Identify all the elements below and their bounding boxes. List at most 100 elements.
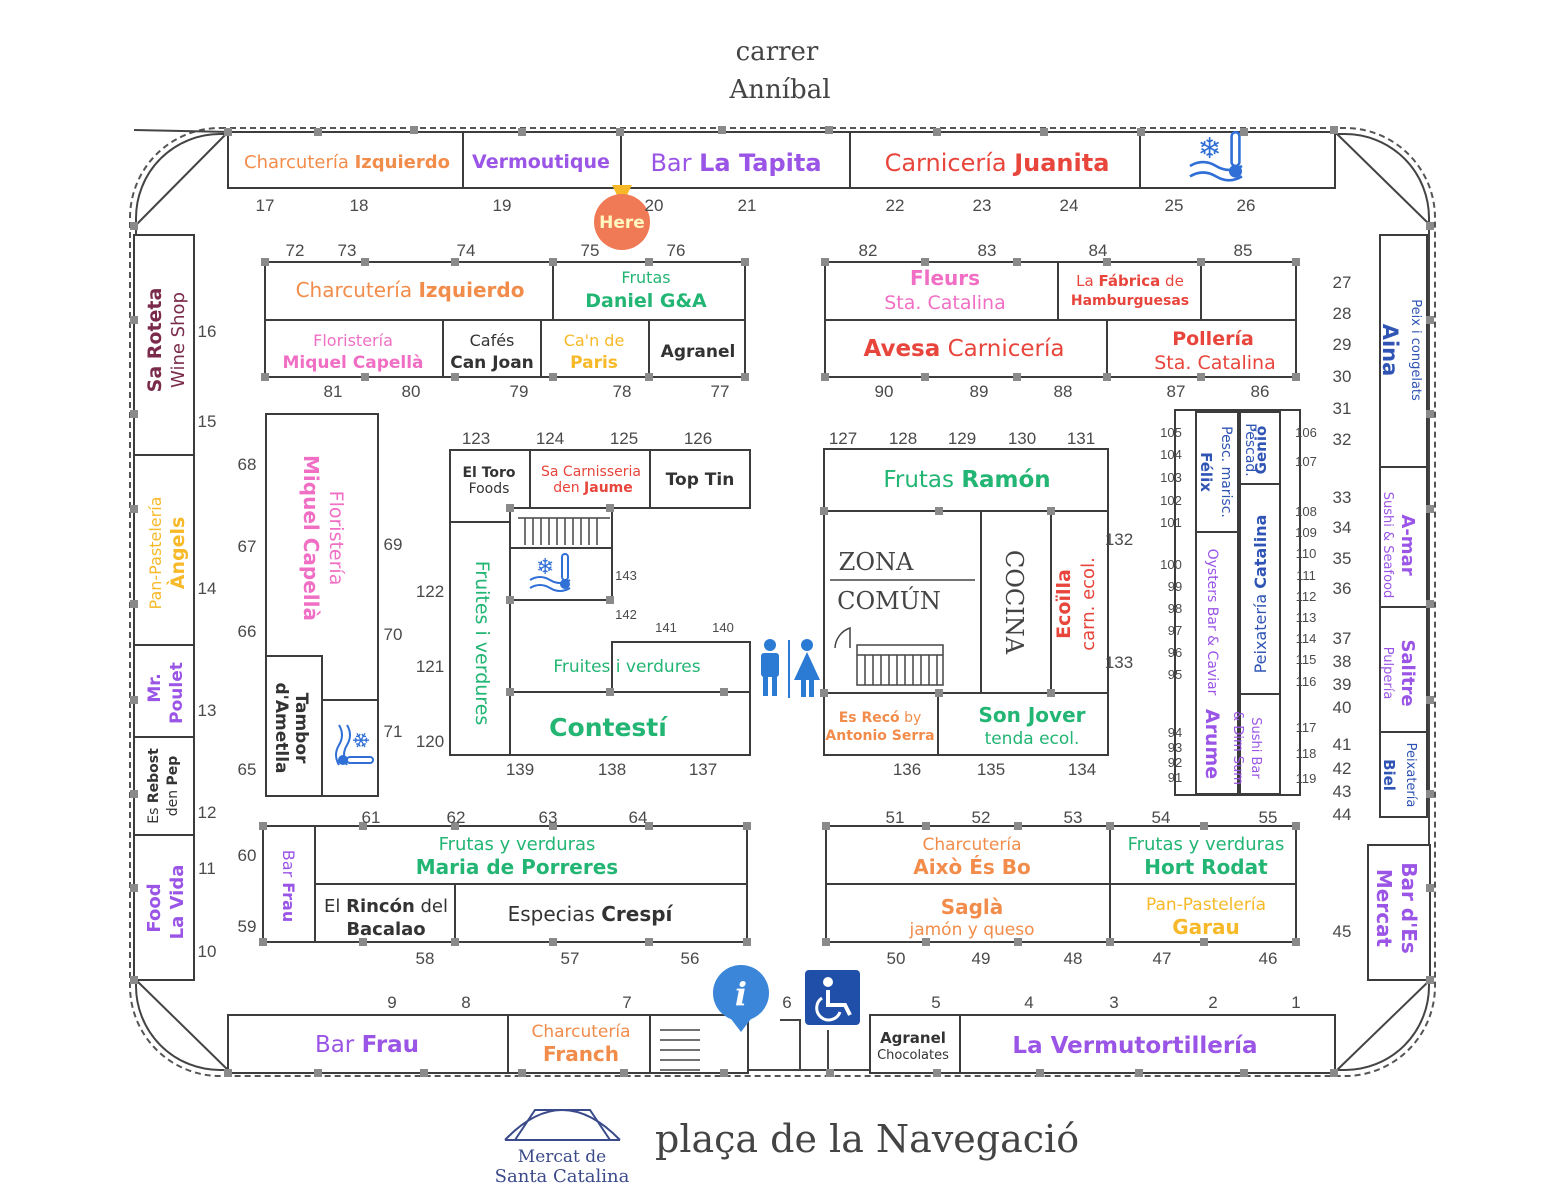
svg-text:69: 69 bbox=[384, 535, 403, 554]
svg-text:86: 86 bbox=[1251, 382, 1270, 401]
stall-el-toro-foods[interactable]: El Toro bbox=[462, 465, 515, 481]
svg-text:109: 109 bbox=[1295, 525, 1317, 540]
svg-text:93: 93 bbox=[1168, 740, 1182, 755]
svg-text:97: 97 bbox=[1168, 623, 1182, 638]
svg-text:139: 139 bbox=[506, 760, 534, 779]
stall-tambor-label1[interactable]: Tambor bbox=[291, 693, 311, 764]
stall-peixateria-catalina[interactable]: Peixatería Catalina bbox=[1251, 515, 1270, 674]
svg-text:100: 100 bbox=[1160, 557, 1182, 572]
here-marker[interactable]: Here bbox=[594, 185, 650, 250]
stall-pan-pasteleria-angels[interactable]: Àngels bbox=[166, 517, 189, 590]
stall-fleurs-label1[interactable]: Fleurs bbox=[910, 266, 980, 290]
stall-ecoilla[interactable]: Ecoïlla bbox=[1053, 569, 1075, 639]
bottom-row bbox=[227, 1014, 1336, 1074]
stall-aixo-es-bo[interactable]: Això És Bo bbox=[913, 855, 1030, 879]
svg-text:50: 50 bbox=[887, 949, 906, 968]
svg-text:110: 110 bbox=[1296, 546, 1317, 561]
stall-sagla-label2: jamón y queso bbox=[908, 920, 1034, 940]
svg-text:80: 80 bbox=[402, 382, 421, 401]
svg-text:94: 94 bbox=[1168, 725, 1182, 740]
svg-text:61: 61 bbox=[362, 808, 381, 827]
stall-sa-roteta[interactable]: Sa Roteta bbox=[144, 288, 166, 393]
stall-especias-crespi[interactable]: Especias Crespí bbox=[508, 902, 674, 926]
stall-mr-poulet[interactable]: Poulet bbox=[167, 662, 187, 724]
info-icon[interactable]: i bbox=[713, 965, 769, 1032]
svg-text:18: 18 bbox=[350, 196, 369, 215]
stall-es-reco[interactable]: Es Recó by bbox=[839, 710, 922, 726]
stall-salitre[interactable]: Salitre bbox=[1397, 639, 1418, 706]
stall-aina[interactable]: Aina bbox=[1378, 324, 1402, 377]
stall-pan-pasteleria-garau[interactable]: Garau bbox=[1172, 915, 1240, 939]
stall-la-vermutortilleria[interactable]: La Vermutortillería bbox=[1012, 1033, 1257, 1059]
stall-sagla[interactable]: Saglà bbox=[941, 895, 1004, 919]
wheelchair-icon[interactable] bbox=[805, 970, 860, 1025]
stall-sa-carnisseria[interactable]: Sa Carnisseria bbox=[541, 464, 641, 480]
stall-oysters-bar[interactable]: Oysters Bar & Caviar bbox=[1204, 549, 1220, 696]
svg-text:116: 116 bbox=[1296, 674, 1317, 689]
svg-text:124: 124 bbox=[536, 429, 564, 448]
stall-vermoutique[interactable]: Vermoutique bbox=[472, 151, 610, 173]
stall-es-rebost[interactable]: Es Rebost bbox=[146, 748, 162, 824]
stall-food-la-vida[interactable]: La Vida bbox=[167, 865, 188, 940]
svg-text:66: 66 bbox=[238, 622, 257, 641]
svg-text:63: 63 bbox=[539, 808, 558, 827]
svg-text:98: 98 bbox=[1168, 601, 1182, 616]
svg-text:111: 111 bbox=[1296, 568, 1316, 583]
svg-text:137: 137 bbox=[689, 760, 717, 779]
stall-fruites-i-verdures-vertical[interactable]: Fruites i verdures bbox=[471, 561, 493, 726]
stall-garau-label1: Pan-Pastelería bbox=[1146, 895, 1266, 915]
stall-polleria[interactable]: Pollería bbox=[1172, 328, 1254, 350]
stall-son-jover[interactable]: Son Jover bbox=[979, 703, 1086, 727]
stall-agranel-chocolates[interactable]: Agranel bbox=[880, 1029, 946, 1047]
svg-text:95: 95 bbox=[1168, 667, 1182, 682]
svg-text:54: 54 bbox=[1152, 808, 1171, 827]
stall-el-rincon-label2: Bacalao bbox=[346, 919, 425, 940]
stall-a-mar[interactable]: A-mar bbox=[1397, 514, 1418, 575]
stall-sushi-bar[interactable]: Sushi Bar bbox=[1248, 717, 1263, 779]
top-row bbox=[227, 131, 1336, 189]
stall-cafes-can-joan[interactable]: Can Joan bbox=[450, 353, 534, 373]
svg-text:48: 48 bbox=[1064, 949, 1083, 968]
street-top-line1: carrer bbox=[736, 37, 819, 67]
svg-text:64: 64 bbox=[629, 808, 648, 827]
stall-bar-frau[interactable]: Bar Frau bbox=[315, 1032, 419, 1058]
stall-la-fabrica[interactable]: La Fábrica de bbox=[1076, 272, 1184, 290]
stall-pan-angels-label1: Pan-Pastelería bbox=[146, 497, 165, 610]
stall-charcuteria-izquierdo[interactable]: Charcutería Izquierdo bbox=[296, 278, 525, 302]
stall-floristeria-miquel-capella-big[interactable]: Miquel Capellà bbox=[299, 455, 323, 621]
stall-agranel[interactable]: Agranel bbox=[661, 342, 736, 362]
stall-bar-la-tapita[interactable]: Bar La Tapita bbox=[650, 149, 821, 177]
stall-maria-de-porreres[interactable]: Maria de Porreres bbox=[416, 855, 618, 879]
street-top-line2: Anníbal bbox=[728, 75, 830, 105]
stall-can-de-paris[interactable]: Paris bbox=[570, 353, 618, 373]
stall-peixateria-biel[interactable]: Biel bbox=[1380, 759, 1398, 791]
stall-pesc-marisc-felix[interactable]: Félix bbox=[1197, 452, 1215, 492]
stall-carniceria-juanita[interactable]: Carnicería Juanita bbox=[885, 149, 1110, 177]
svg-text:108: 108 bbox=[1295, 504, 1317, 519]
stall-frutas-ramon[interactable]: Frutas Ramón bbox=[883, 467, 1050, 493]
stall-charcuteria-franch[interactable]: Franch bbox=[543, 1042, 619, 1066]
stall-fruites-i-verdures[interactable]: Fruites i verdures bbox=[553, 657, 700, 677]
stall-frutas-daniel[interactable]: Daniel G&A bbox=[585, 290, 707, 312]
stall-floristeria-miquel-capella[interactable]: Miquel Capellà bbox=[282, 353, 423, 373]
svg-text:14: 14 bbox=[198, 579, 217, 598]
svg-text:75: 75 bbox=[581, 241, 600, 260]
stall-avesa-carniceria[interactable]: Avesa Carnicería bbox=[863, 336, 1064, 362]
stall-arume[interactable]: Arume bbox=[1201, 709, 1223, 779]
svg-text:101: 101 bbox=[1160, 515, 1182, 530]
svg-text:33: 33 bbox=[1333, 488, 1352, 507]
svg-text:52: 52 bbox=[972, 808, 991, 827]
svg-text:77: 77 bbox=[711, 382, 730, 401]
stall-charcuteria-izquierdo-top[interactable]: Charcutería Izquierdo bbox=[244, 152, 450, 173]
stall-contesti[interactable]: Contestí bbox=[549, 713, 668, 742]
stall-hort-rodat[interactable]: Hort Rodat bbox=[1144, 855, 1268, 879]
stall-bar-des-mercat[interactable]: Bar d'Es bbox=[1397, 862, 1421, 954]
stall-bar-frau-vertical[interactable]: Bar Frau bbox=[279, 850, 298, 922]
stall-el-rincon[interactable]: El Rincón del bbox=[324, 896, 448, 917]
stall-genio-label1: Pescad. bbox=[1242, 423, 1258, 476]
svg-text:59: 59 bbox=[238, 917, 257, 936]
stall-pescad-genio[interactable]: Genió bbox=[1252, 426, 1270, 475]
stall-top-tin[interactable]: Top Tin bbox=[666, 470, 735, 490]
stall-la-fabrica-label2: Hamburguesas bbox=[1071, 293, 1189, 309]
cocina-label: COCINA bbox=[1000, 550, 1028, 655]
